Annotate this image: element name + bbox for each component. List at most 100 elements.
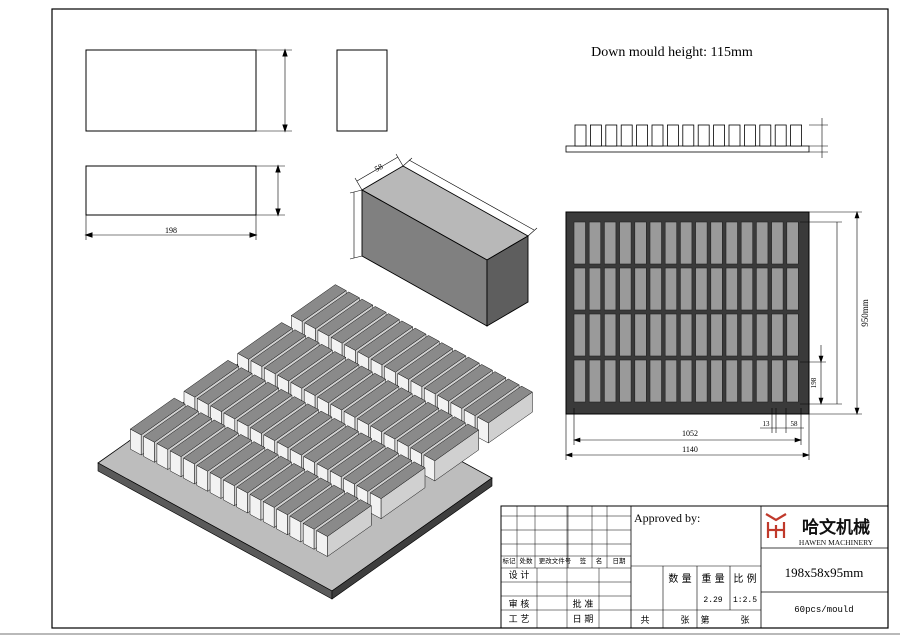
mould-plan-cavity (573, 267, 586, 311)
dim-mould-height: 950mm (860, 299, 870, 327)
mould-elevation-cavity (744, 124, 756, 147)
mould-plan-cavity (588, 267, 602, 311)
brick-iso-side (486, 235, 529, 327)
mould-plan-cavity (680, 313, 693, 357)
label-design: 设 计 (509, 569, 530, 581)
mould-plan-cavity (756, 221, 769, 265)
mould-elevation-cavity (590, 124, 602, 147)
label-quantity: 数 量 (668, 572, 691, 585)
brick-iso-dimensions (349, 153, 538, 260)
hw-logo-mark (765, 513, 787, 538)
mould-3d-bricks (129, 284, 533, 557)
company-logo: 哈文机械 HAWEN MACHINERY (765, 513, 874, 547)
mould-plan-cavity (695, 221, 708, 265)
mould-elevation-cavity (790, 124, 802, 147)
brick-3d-side (434, 429, 479, 482)
mould-plan-cavity (634, 221, 647, 265)
mould-plan-cavity (588, 221, 602, 265)
mould-plan-cavity (740, 267, 754, 311)
mould-plan-cavity (634, 313, 647, 357)
mould-elevation-cavity (728, 124, 741, 147)
mould-side-elevation (565, 124, 810, 153)
rev-header-mark: 标记 (503, 556, 517, 565)
mould-plan-cavity (725, 221, 738, 265)
dim-cell-width: 58 (791, 420, 799, 428)
mould-plan-cavity (664, 359, 678, 403)
mould-plan-cavity (695, 359, 708, 403)
mould-plan-cavity (619, 313, 632, 357)
revision-grid (501, 506, 631, 628)
rev-header-sign: 签 (580, 556, 587, 565)
scale-value: 1:2.5 (733, 596, 757, 605)
dim-gap: 13 (763, 420, 771, 428)
mould-plan-cavity (695, 313, 708, 357)
product-size: 198x58x95mm (785, 565, 864, 580)
mould-plan-cavity (619, 267, 632, 311)
mould-plan-cavity (588, 313, 602, 357)
mould-plan-cavity (786, 267, 799, 311)
mould-plan-cavity (604, 359, 617, 403)
mould-plan-cavity (604, 267, 617, 311)
dim-tray-inner-width: 1052 (682, 429, 698, 438)
label-sheets: 张 (680, 615, 689, 626)
label-date: 日 期 (573, 614, 594, 625)
mould-elevation-cavity (605, 124, 618, 147)
mould-plan-cavity (664, 221, 678, 265)
brick-3d-side (327, 505, 372, 557)
dim-brick-length: 198 (165, 226, 177, 235)
brick-top-view (85, 48, 292, 133)
company-name: 哈文机械 (802, 517, 870, 538)
mould-elevation-base (565, 145, 810, 153)
title-block (500, 505, 889, 629)
dim-cell-length: 198 (810, 377, 818, 388)
mould-elevation-cavity (713, 124, 725, 147)
mould-elevation-cavity (759, 124, 772, 147)
dim-tray-outer-width: 1140 (682, 445, 698, 454)
rev-header-date: 日期 (613, 557, 627, 565)
mould-plan-cavity (604, 313, 617, 357)
mould-plan-cavity (649, 267, 662, 311)
mould-elevation-cavity (636, 124, 648, 147)
sheet-border (51, 8, 889, 629)
rev-header-doc: 更改文件号 (539, 556, 572, 565)
mould-plan-cavity (740, 221, 754, 265)
rev-header-name: 名 (596, 556, 603, 565)
mould-plan-cavity (634, 267, 647, 311)
dim-brick-width: 58 (373, 162, 384, 174)
brick-isometric-view (361, 165, 529, 327)
company-english: HAWEN MACHINERY (799, 538, 874, 547)
label-scale: 比 例 (733, 572, 756, 585)
mould-plan-cavity (786, 313, 799, 357)
approved-label: Approved by: (634, 511, 700, 525)
mould-elevation-cavity (667, 124, 679, 147)
mould-elevation-cavity (697, 124, 710, 147)
label-total: 共 (640, 615, 649, 626)
mould-plan-cavity (664, 267, 678, 311)
mould-plan-cavity (619, 359, 632, 403)
mould-plan-cavity (740, 313, 754, 357)
mould-elevation-dims (809, 118, 828, 158)
brick-side-view (336, 49, 388, 132)
mould-plan-cavity (573, 221, 586, 265)
mould-elevation-cavity (620, 124, 633, 147)
mould-plan-cavity (649, 221, 662, 265)
mould-plan-cavity (740, 359, 754, 403)
label-weight: 重 量 (701, 572, 724, 585)
mould-plan-cavity (771, 267, 784, 311)
mould-plan-cavity (649, 359, 662, 403)
mould-elevation-cavity (682, 124, 695, 147)
pallet-side (331, 477, 493, 600)
mould-plan-cavity (680, 267, 693, 311)
label-process: 工 艺 (509, 614, 530, 625)
mould-plan-cavity (588, 359, 602, 403)
mould-plan-cavity (771, 221, 784, 265)
brick-front-view (84, 164, 285, 240)
mould-plan-cavity (680, 221, 693, 265)
mould-plan-cavity (786, 359, 799, 403)
mould-plan-cavity (771, 359, 784, 403)
mould-plan-cavity (573, 359, 586, 403)
mould-plan-dims (565, 211, 862, 460)
mould-plan-cavity (604, 221, 617, 265)
mould-elevation-cavity (574, 124, 587, 147)
